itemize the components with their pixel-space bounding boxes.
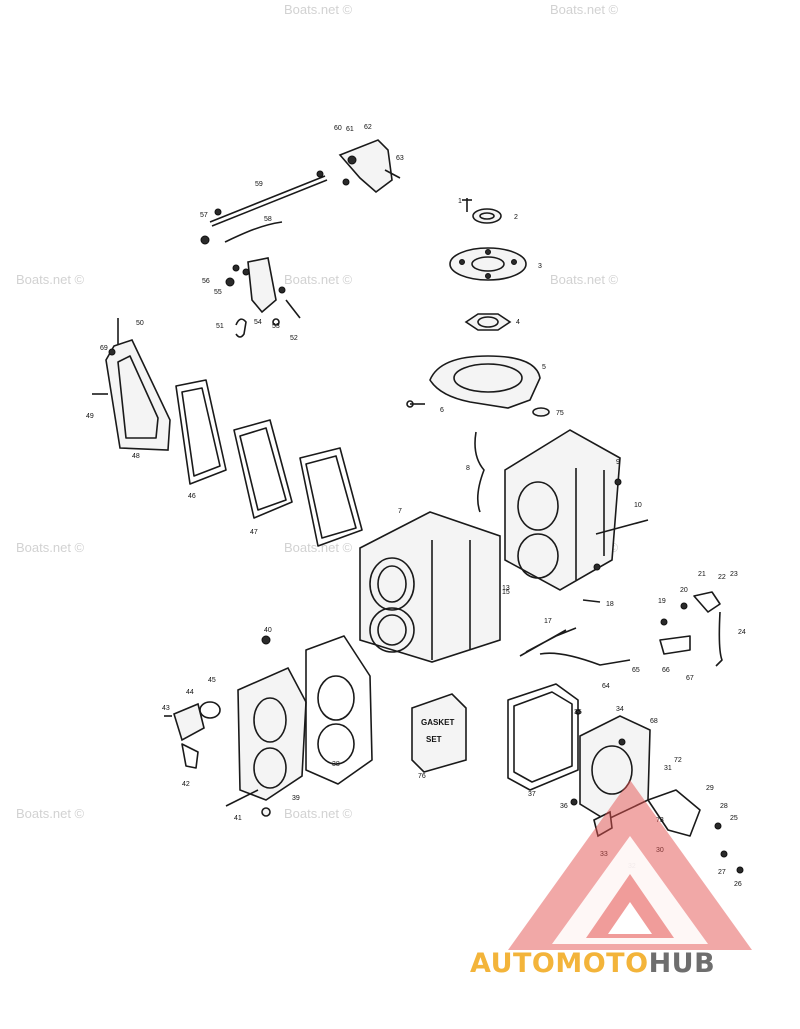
watermark: Boats.net ©: [550, 2, 619, 17]
crankshaft-seal-stack: [406, 208, 550, 417]
callout-34: 34: [616, 706, 624, 713]
callout-24: 24: [738, 629, 746, 636]
callout-45: 45: [208, 677, 216, 684]
callout-52: 52: [290, 335, 298, 342]
callout-75: 75: [556, 410, 564, 417]
watermark: Boats.net ©: [284, 2, 353, 17]
callout-19: 19: [658, 598, 666, 605]
callout-66: 66: [662, 667, 670, 674]
callout-18: 18: [606, 601, 614, 608]
exhaust-covers: [92, 318, 363, 547]
callout-15: 15: [502, 589, 510, 596]
callout-50: 50: [136, 320, 144, 327]
callout-63: 63: [396, 155, 404, 162]
brand-part2: HUB: [648, 948, 716, 979]
watermark: Boats.net ©: [550, 272, 619, 287]
callout-26: 26: [734, 881, 742, 888]
callout-60: 60: [334, 125, 342, 132]
callout-2: 2: [514, 214, 518, 221]
callout-6: 6: [440, 407, 444, 414]
callout-73: 73: [656, 817, 664, 824]
callout-23: 23: [730, 571, 738, 578]
callout-17: 17: [544, 618, 552, 625]
callout-8: 8: [466, 465, 470, 472]
callout-39: 39: [292, 795, 300, 802]
callout-37: 37: [528, 791, 536, 798]
callout-42: 42: [182, 781, 190, 788]
callout-46: 46: [188, 493, 196, 500]
callout-61: 61: [346, 126, 354, 133]
callout-57: 57: [200, 212, 208, 219]
callout-38: 38: [332, 761, 340, 768]
callout-55: 55: [214, 289, 222, 296]
callout-13: 13: [502, 585, 510, 592]
callout-56: 56: [202, 278, 210, 285]
callout-69: 69: [100, 345, 108, 352]
callout-59: 59: [255, 181, 263, 188]
callout-54: 54: [254, 319, 262, 326]
callout-64: 64: [602, 683, 610, 690]
callout-40: 40: [264, 627, 272, 634]
callout-3: 3: [538, 263, 542, 270]
callout-67: 67: [686, 675, 694, 682]
callout-5: 5: [542, 364, 546, 371]
callout-41: 41: [234, 815, 242, 822]
callout-31: 31: [664, 765, 672, 772]
brand-wordmark: AUTOMOTOHUB: [470, 948, 715, 979]
callout-76: 76: [418, 773, 426, 780]
callout-62: 62: [364, 124, 372, 131]
watermark: Boats.net ©: [284, 540, 353, 555]
brand-part1: AUTOMOTO: [470, 948, 649, 979]
callout-44: 44: [186, 689, 194, 696]
callout-68: 68: [650, 718, 658, 725]
callout-47: 47: [250, 529, 258, 536]
callout-65: 65: [632, 667, 640, 674]
gasket-set-label: SET: [426, 735, 442, 744]
gasket-set-box: GASKET SET: [411, 693, 467, 773]
callout-58: 58: [264, 216, 272, 223]
callout-10: 10: [634, 502, 642, 509]
callout-7: 7: [398, 508, 402, 515]
callout-49: 49: [86, 413, 94, 420]
callout-29: 29: [706, 785, 714, 792]
callout-20: 20: [680, 587, 688, 594]
callout-27: 27: [718, 869, 726, 876]
callout-1: 1: [458, 198, 462, 205]
callout-72: 72: [674, 757, 682, 764]
callout-21: 21: [698, 571, 706, 578]
gasket-set-label: GASKET: [421, 718, 454, 727]
watermark: Boats.net ©: [284, 806, 353, 821]
callout-48: 48: [132, 453, 140, 460]
callout-35: 35: [574, 709, 582, 716]
callout-53: 53: [272, 323, 280, 330]
cylinder-head: [164, 635, 373, 817]
callout-43: 43: [162, 705, 170, 712]
callout-9: 9: [616, 459, 620, 466]
watermark: Boats.net ©: [284, 272, 353, 287]
callout-51: 51: [216, 323, 224, 330]
automotohub-logo: [508, 780, 752, 950]
callout-28: 28: [720, 803, 728, 810]
callout-25: 25: [730, 815, 738, 822]
watermark: Boats.net ©: [16, 806, 85, 821]
watermark: Boats.net ©: [16, 272, 85, 287]
watermark: Boats.net ©: [16, 540, 85, 555]
callout-36: 36: [560, 803, 568, 810]
callout-22: 22: [718, 574, 726, 581]
throttle-linkage: [200, 139, 472, 338]
callout-4: 4: [516, 319, 520, 326]
crankcase: [359, 429, 649, 666]
